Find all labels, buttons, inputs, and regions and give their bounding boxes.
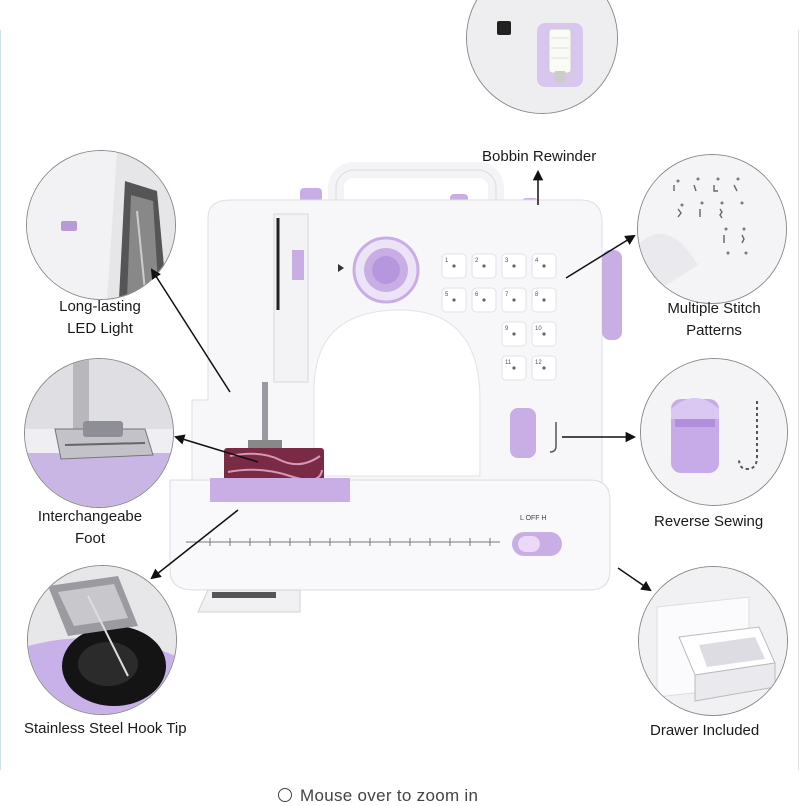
stitch-number: 5 bbox=[445, 292, 449, 298]
stitch-patterns-label: Multiple Stitch Patterns bbox=[655, 298, 773, 342]
bobbin-rewinder-label: Bobbin Rewinder bbox=[482, 148, 597, 165]
stitch-number: 1 bbox=[445, 258, 449, 264]
drawer-label: Drawer Included bbox=[650, 722, 760, 739]
frame-edge-right bbox=[798, 30, 799, 770]
foot-label-line2: Foot bbox=[74, 530, 105, 547]
led-light-detail-image bbox=[26, 150, 176, 300]
stitch-number: 2 bbox=[475, 258, 479, 264]
stitch-number: 4 bbox=[535, 258, 539, 264]
foot-label: Interchangeabe Foot bbox=[30, 506, 150, 550]
led-light-label-line1: Long-lasting bbox=[59, 298, 141, 315]
stitch-number: 11 bbox=[505, 360, 512, 366]
stitch-number: 7 bbox=[505, 292, 509, 298]
zoom-hint-text: Mouse over to zoom in bbox=[300, 786, 479, 805]
stitch-patterns-label-line1: Multiple Stitch bbox=[667, 300, 761, 317]
hook-tip-label: Stainless Steel Hook Tip bbox=[24, 720, 187, 737]
power-switch-label: L OFF H bbox=[520, 515, 547, 522]
stitch-number: 3 bbox=[505, 258, 509, 264]
reverse-sewing-detail-image bbox=[640, 358, 788, 506]
reverse-sewing-label: Reverse Sewing bbox=[654, 513, 764, 530]
stitch-number: 12 bbox=[535, 360, 542, 366]
stitch-number: 6 bbox=[475, 292, 479, 298]
foot-label-line1: Interchangeabe bbox=[37, 508, 143, 525]
stitch-number: 10 bbox=[535, 326, 542, 332]
stitch-number: 9 bbox=[505, 326, 509, 332]
stitch-patterns-detail-image bbox=[637, 154, 787, 304]
stitch-patterns-label-line2: Patterns bbox=[686, 322, 742, 339]
stitch-number: 8 bbox=[535, 292, 539, 298]
hook-tip-detail-image bbox=[27, 565, 177, 715]
bobbin-rewinder-detail-image bbox=[466, 0, 618, 114]
interchangeable-foot-detail-image bbox=[24, 358, 174, 508]
led-light-label-line2: LED Light bbox=[67, 320, 133, 337]
led-light-label: Long-lasting LED Light bbox=[48, 296, 152, 340]
drawer-detail-image bbox=[638, 566, 788, 716]
frame-edge-left bbox=[0, 30, 1, 770]
zoom-hint[interactable]: Mouse over to zoom in bbox=[278, 786, 478, 806]
